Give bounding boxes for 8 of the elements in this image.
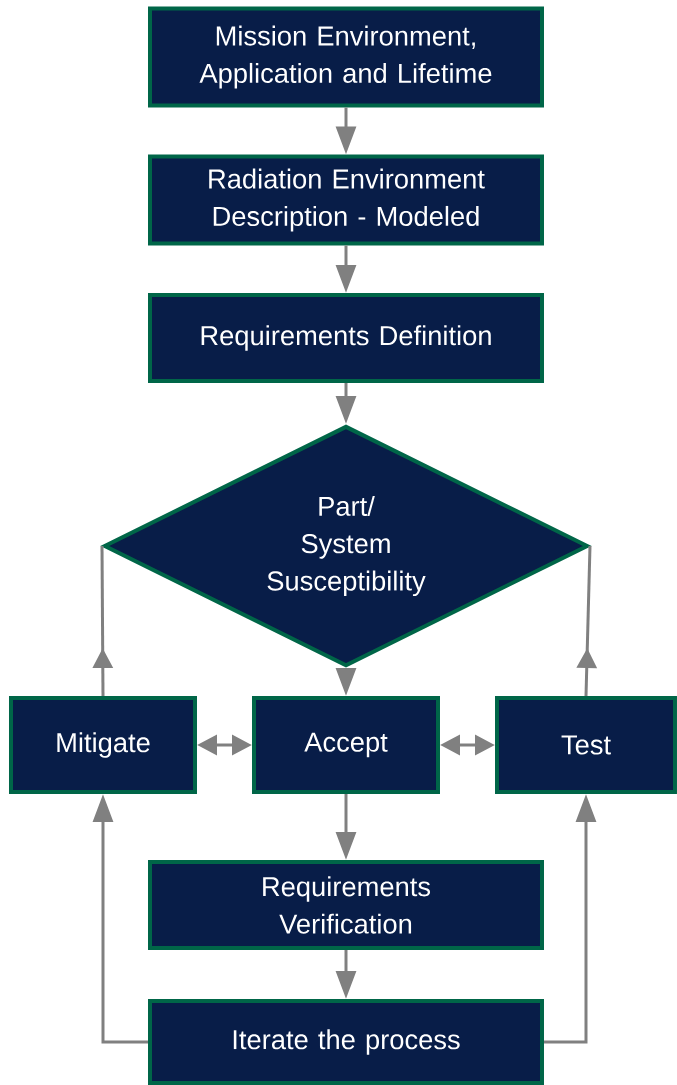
process-box: Iterate the process bbox=[148, 999, 544, 1085]
process-box: Accept bbox=[252, 696, 440, 794]
process-box: Mitigate bbox=[9, 696, 197, 794]
process-box: Radiation Environment Description - Modeled bbox=[148, 154, 544, 246]
process-box: Mission Environment, Application and Lifetime bbox=[148, 6, 544, 108]
process-box: Test bbox=[495, 696, 677, 794]
process-box: Requirements Definition bbox=[148, 293, 544, 383]
process-box: Requirements Verification bbox=[148, 860, 544, 950]
